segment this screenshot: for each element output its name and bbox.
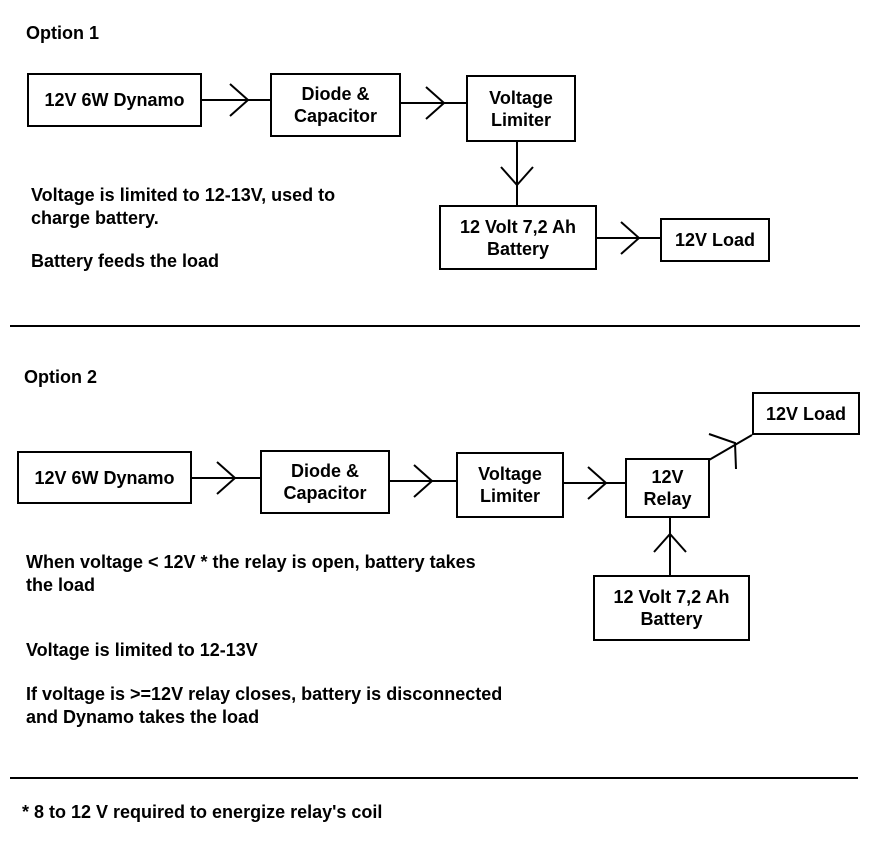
option2-note-voltage-limited: Voltage is limited to 12-13V (26, 640, 258, 660)
arrowhead-battery-to-load (620, 221, 641, 255)
option2-voltage-limiter-block: Voltage Limiter (456, 452, 564, 518)
arrowhead2-limiter-to-relay (587, 466, 608, 500)
option1-voltage-limiter-label: Voltage Limiter (489, 87, 553, 130)
option1-battery-label: 12 Volt 7,2 Ah Battery (459, 216, 577, 259)
option2-battery-block: 12 Volt 7,2 Ah Battery (593, 575, 750, 641)
arrowhead2-battery-to-relay (653, 532, 687, 553)
arrowhead-limiter-to-battery (500, 166, 534, 187)
option1-note-charging: Voltage is limited to 12-13V, used to ch… (31, 185, 336, 228)
option1-dynamo-block: 12V 6W Dynamo (27, 73, 202, 127)
option2-relay-label: 12V Relay (643, 467, 692, 509)
option1-diode-capacitor-block: Diode & Capacitor (270, 73, 401, 137)
option2-note-relay-closes: If voltage is >=12V relay closes, batter… (26, 684, 503, 727)
arrowhead2-diode-to-limiter (413, 464, 434, 498)
option2-diode-capacitor-block: Diode & Capacitor (260, 450, 390, 514)
wire2-relay-to-load (708, 434, 753, 461)
arrowhead-diode-to-limiter (425, 86, 446, 120)
option2-heading: Option 2 (24, 367, 97, 387)
option2-load-label: 12V Load (765, 403, 847, 424)
option2-relay-block: 12V Relay (625, 458, 710, 518)
footnote: * 8 to 12 V required to energize relay's… (22, 802, 383, 822)
option2-load-block: 12V Load (752, 392, 860, 435)
option1-diode-capacitor-label: Diode & Capacitor (293, 84, 378, 126)
option1-load-block: 12V Load (660, 218, 770, 262)
arrowhead-dynamo-to-diode (229, 83, 250, 117)
arrowhead2-dynamo-to-diode (216, 461, 237, 495)
arrowhead2-relay-to-load (708, 433, 737, 470)
option2-note-relay-open: When voltage < 12V * the relay is open, … (26, 552, 476, 595)
option2-voltage-limiter-label: Voltage Limiter (478, 464, 542, 506)
option1-battery-block: 12 Volt 7,2 Ah Battery (439, 205, 597, 270)
option1-note-battery-feeds: Battery feeds the load (31, 251, 220, 271)
option1-dynamo-label: 12V 6W Dynamo (44, 90, 185, 110)
option2-diode-capacitor-label: Diode & Capacitor (283, 461, 367, 503)
option1-heading: Option 1 (26, 23, 99, 43)
option2-dynamo-label: 12V 6W Dynamo (34, 467, 175, 488)
option2-battery-label: 12 Volt 7,2 Ah Battery (613, 587, 730, 629)
option2-dynamo-block: 12V 6W Dynamo (17, 451, 192, 504)
option1-voltage-limiter-block: Voltage Limiter (466, 75, 576, 142)
option1-load-label: 12V Load (674, 230, 756, 250)
